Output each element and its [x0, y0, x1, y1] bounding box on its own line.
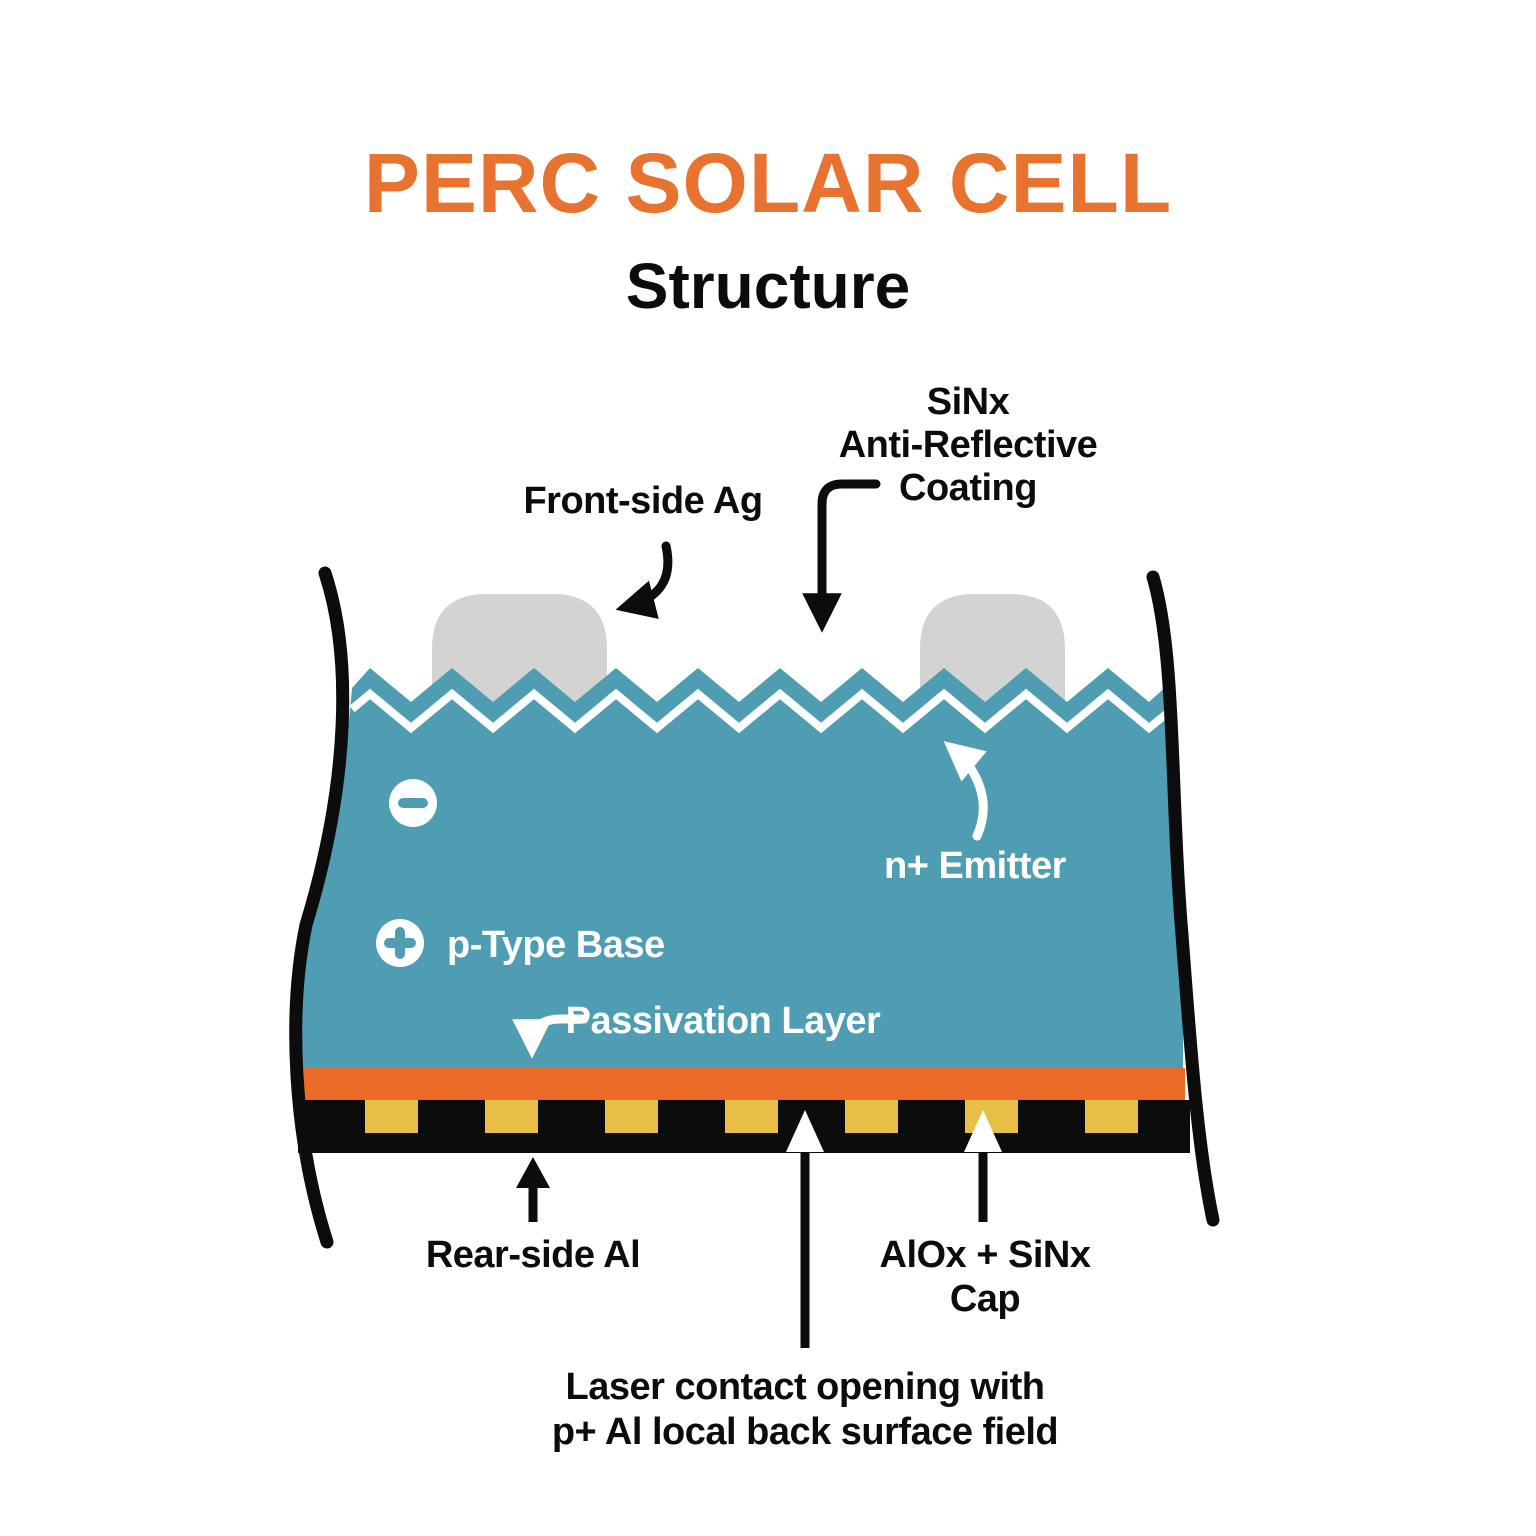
- page-subtitle: Structure: [626, 250, 911, 322]
- sinx-coating-arrow: [802, 479, 881, 633]
- alox-cap-segment: [725, 1100, 778, 1133]
- alox-cap-segment: [845, 1100, 898, 1133]
- page-title: PERC SOLAR CELL: [364, 136, 1172, 230]
- alox-cap-arrowhead: [964, 1110, 1002, 1152]
- left-cut-edge-line: [289, 566, 350, 1249]
- n-emitter-arrow: [943, 741, 988, 841]
- alox-cap-segment: [605, 1100, 658, 1133]
- passivation-label: Passivation Layer: [566, 1000, 881, 1042]
- p-type-base-label: p-Type Base: [447, 924, 665, 966]
- plus-icon: [376, 919, 424, 967]
- alox-cap-label-line2: Cap: [950, 1278, 1020, 1320]
- rear-al-label: Rear-side Al: [426, 1234, 640, 1276]
- sinx-label-line1: SiNx: [927, 381, 1010, 423]
- laser-contact-arrowhead: [786, 1110, 824, 1152]
- sinx-label-line3: Coating: [899, 467, 1037, 509]
- n-emitter-label: n+ Emitter: [884, 845, 1067, 887]
- minus-icon: [389, 779, 437, 827]
- n-emitter-junction-line: [349, 688, 1173, 734]
- sinx-label-line2: Anti-Reflective: [839, 424, 1098, 466]
- front-ag-contact-left: [432, 594, 607, 716]
- annotation-labels: SiNx Anti-Reflective Coating Front-side …: [426, 381, 1098, 1453]
- passivation-arrow: [512, 1014, 589, 1059]
- alox-cap-segment: [965, 1100, 1018, 1133]
- annotation-arrows: [512, 479, 1002, 1348]
- rear-al-arrowhead: [516, 1157, 550, 1188]
- alox-cap-segment: [1085, 1100, 1138, 1133]
- alox-cap-segment: [365, 1100, 418, 1133]
- passivation-layer: [301, 1068, 1185, 1100]
- laser-contact-label-line2: p+ Al local back surface field: [552, 1411, 1058, 1453]
- laser-contact-label-line1: Laser contact opening with: [566, 1366, 1045, 1408]
- right-cut-edge-line: [1146, 570, 1220, 1227]
- alox-cap-label-line1: AlOx + SiNx: [880, 1234, 1091, 1276]
- front-ag-label: Front-side Ag: [523, 480, 762, 522]
- alox-cap-segment: [485, 1100, 538, 1133]
- front-ag-arrow: [615, 541, 673, 619]
